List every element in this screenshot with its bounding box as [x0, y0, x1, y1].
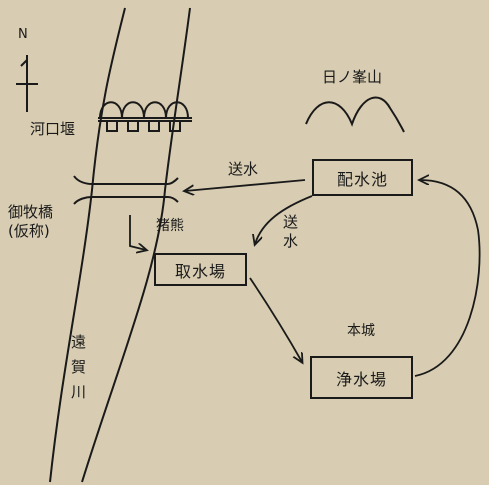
mountain-icon — [305, 96, 405, 133]
arrow-reservoir-to-bridge — [185, 179, 306, 191]
bridge-label: 御牧橋 — [8, 203, 54, 221]
north-arrow-icon — [16, 55, 38, 112]
arrow-reservoir-to-intake — [255, 195, 313, 244]
sousui-horizontal-label: 送水 — [228, 160, 259, 178]
north-label: N — [18, 27, 28, 42]
intake-box: 取水場 — [154, 253, 247, 286]
honjo-label: 本城 — [347, 323, 375, 339]
reservoir-box: 配水池 — [312, 159, 413, 196]
intake-label: 取水場 — [174, 261, 226, 281]
arrow-intake-to-purification — [249, 277, 302, 362]
river-bank-right — [81, 7, 191, 483]
bridge-note-label: (仮称) — [8, 222, 50, 240]
river-bank-left — [49, 7, 126, 483]
reservoir-label: 配水池 — [336, 169, 388, 189]
inokuma-label: 猪熊 — [156, 218, 184, 234]
sousui-vertical-label: 送水 — [281, 214, 299, 252]
arrow-purification-to-reservoir — [414, 180, 481, 377]
mountain-label: 日ノ峯山 — [322, 68, 383, 86]
arrow-bridge-to-intake — [129, 215, 146, 250]
weir-icon — [98, 101, 192, 132]
purification-label: 浄水場 — [335, 369, 387, 389]
bridge-icon — [73, 175, 179, 205]
weir-label: 河口堰 — [30, 120, 76, 138]
purification-box: 浄水場 — [310, 356, 413, 399]
river-label: 遠賀川 — [69, 334, 87, 409]
